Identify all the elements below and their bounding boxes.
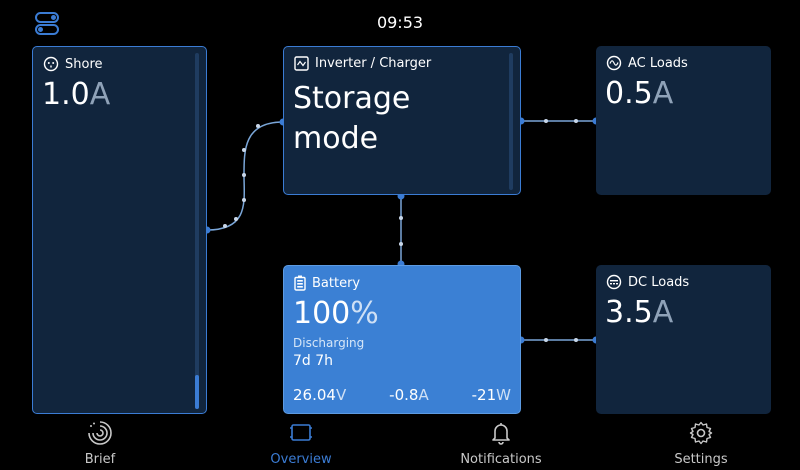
shore-scrollbar[interactable] (195, 53, 199, 409)
ac-loads-tile[interactable]: AC Loads 0.5A (596, 46, 771, 195)
ac-loads-current: 0.5A (605, 77, 673, 111)
dc-loads-header: DC Loads (606, 274, 689, 290)
nav-overview-label: Overview (270, 452, 332, 467)
battery-soc-unit: % (350, 296, 379, 331)
battery-current: -0.8A (389, 386, 429, 404)
inverter-title: Inverter / Charger (315, 56, 432, 71)
shore-title: Shore (65, 56, 103, 72)
ac-loads-header: AC Loads (606, 55, 688, 71)
battery-power: -21W (471, 386, 511, 404)
nav-settings[interactable]: Settings (641, 416, 761, 470)
inverter-mode-line1: Storage (293, 81, 411, 116)
inverter-scrollbar[interactable] (509, 53, 513, 190)
battery-tile[interactable]: Battery 100% Discharging 7d 7h 26.04V -0… (283, 265, 521, 414)
battery-icon (294, 275, 306, 291)
battery-soc: 100% (293, 297, 379, 331)
shore-scroll-thumb[interactable] (195, 375, 199, 409)
inverter-mode: Storage mode (293, 79, 410, 159)
shore-plug-icon (43, 56, 59, 72)
inverter-charger-tile[interactable]: Inverter / Charger Storage mode (283, 46, 521, 195)
nav-settings-label: Settings (674, 452, 728, 467)
shore-current: 1.0A (42, 78, 110, 112)
battery-time-to-go: 7d 7h (293, 353, 334, 369)
nav-notifications[interactable]: Notifications (441, 416, 561, 470)
toggle-menu-icon[interactable] (34, 12, 60, 36)
nav-notifications-label: Notifications (460, 452, 542, 467)
nav-overview[interactable]: Overview (241, 416, 361, 470)
shore-header: Shore (43, 56, 103, 72)
bottom-navigation: Brief Overview Notifications Settings (0, 416, 800, 470)
nav-brief[interactable]: Brief (40, 416, 160, 470)
dc-loads-tile[interactable]: DC Loads 3.5A (596, 265, 771, 414)
dc-icon (606, 274, 622, 290)
inverter-header: Inverter / Charger (294, 56, 431, 71)
dc-loads-unit: A (652, 295, 674, 330)
brief-icon (88, 421, 112, 445)
battery-title: Battery (312, 275, 361, 291)
battery-soc-value: 100 (293, 296, 351, 331)
nav-brief-label: Brief (84, 452, 116, 467)
shore-unit: A (89, 77, 111, 112)
clock: 09:53 (376, 13, 424, 32)
battery-stats: 26.04V -0.8A -21W (293, 386, 511, 404)
dc-loads-value: 3.5 (605, 295, 653, 330)
ac-loads-value: 0.5 (605, 76, 653, 111)
dc-loads-title: DC Loads (628, 274, 690, 290)
shore-tile[interactable]: Shore 1.0A (32, 46, 207, 414)
dc-loads-current: 3.5A (605, 296, 673, 330)
ac-wave-icon (606, 55, 622, 71)
inverter-icon (294, 56, 309, 71)
bell-icon (492, 423, 510, 445)
battery-header: Battery (294, 275, 360, 291)
status-bar: 09:53 (0, 0, 800, 44)
overview-icon (290, 424, 312, 441)
battery-voltage: 26.04V (293, 386, 347, 404)
battery-state: Discharging (293, 336, 365, 350)
shore-value: 1.0 (42, 77, 90, 112)
ac-loads-unit: A (652, 76, 674, 111)
inverter-mode-line2: mode (293, 121, 379, 156)
gear-icon (689, 421, 713, 445)
ac-loads-title: AC Loads (628, 55, 688, 71)
